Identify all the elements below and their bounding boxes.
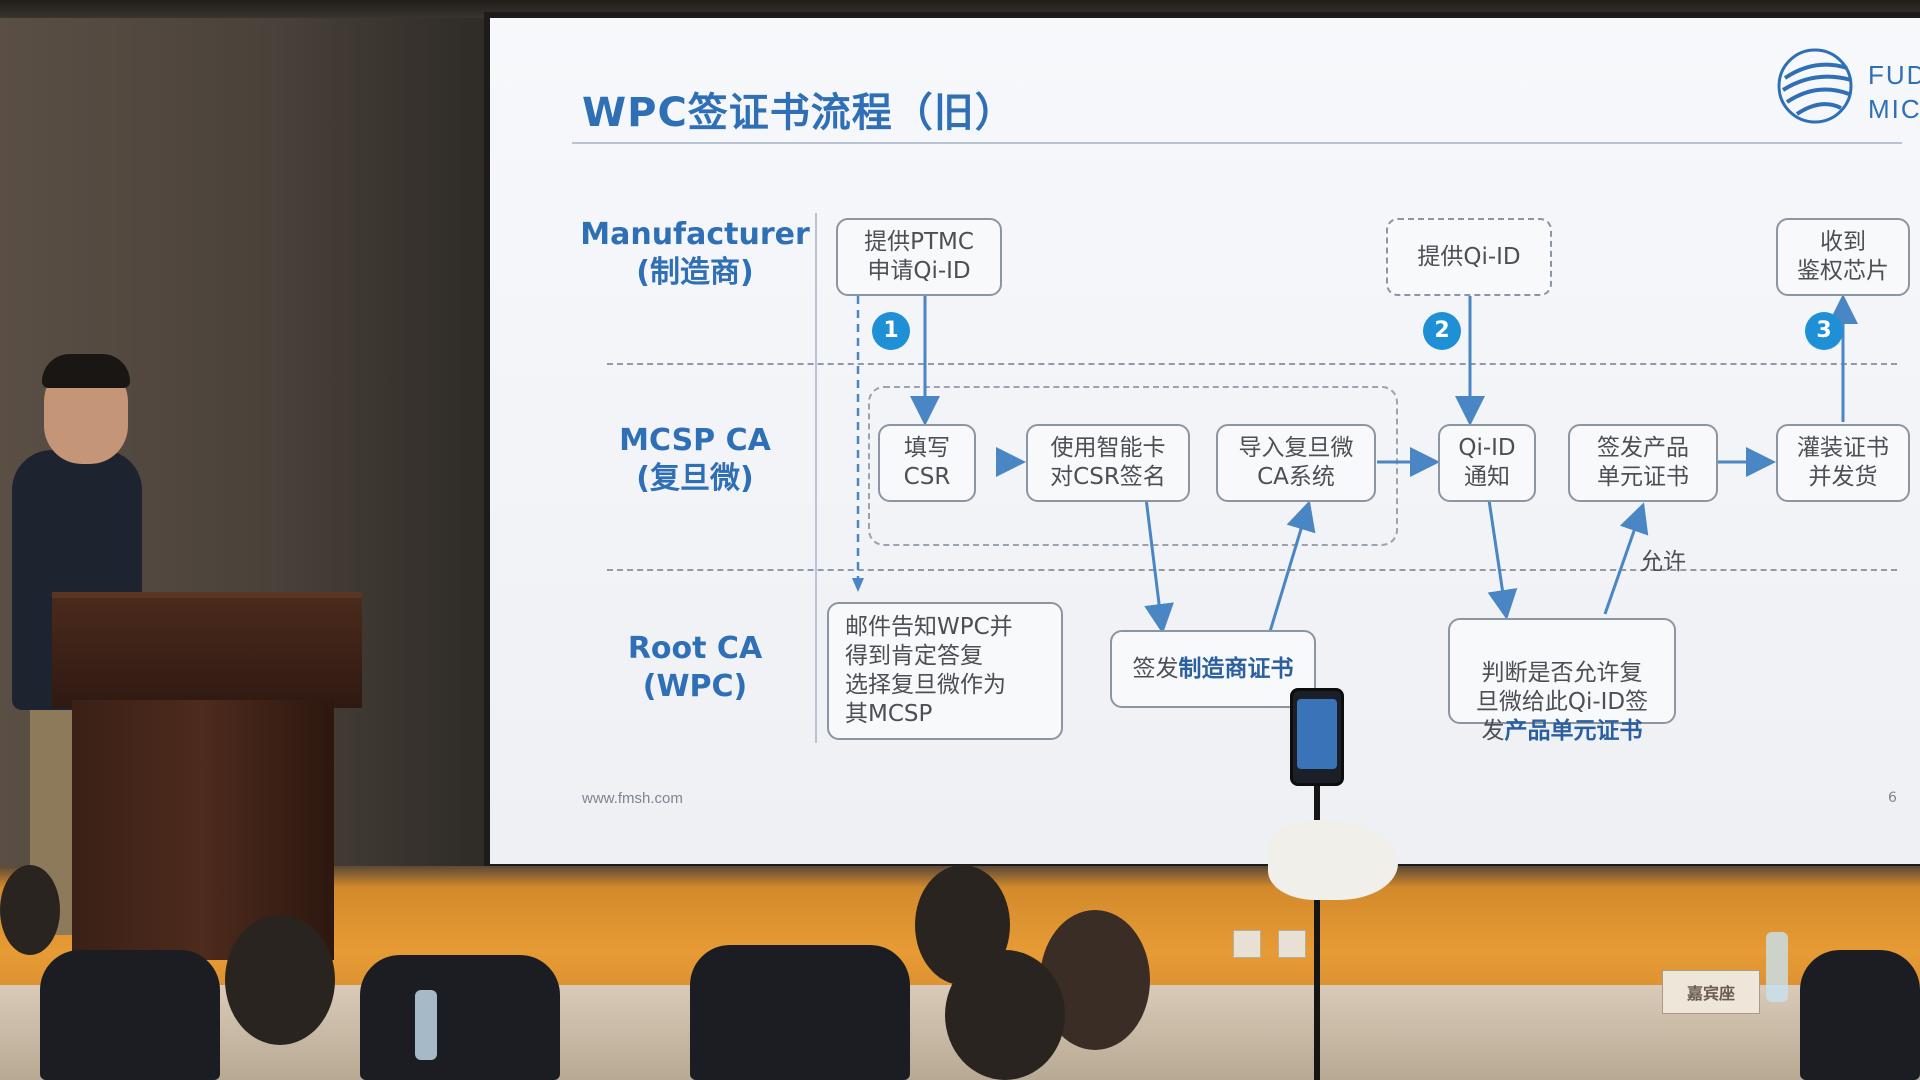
tripod-cloth [1268, 820, 1398, 900]
page-number: 6 [1888, 790, 1897, 806]
dashed-arrow-head [852, 578, 864, 592]
lane-label-mcsp-ca: MCSP CA (复旦微) [580, 422, 810, 498]
lane-label-line1: Manufacturer [580, 217, 810, 252]
flow-arrows [852, 294, 1858, 659]
lane-divider-bottom [607, 569, 1897, 571]
lane-label-line2: (复旦微) [636, 461, 754, 496]
node-email-wpc: 邮件告知WPC并 得到肯定答复 选择复旦微作为 其MCSP [827, 602, 1063, 740]
lane-label-root-ca: Root CA (WPC) [580, 630, 810, 706]
title-divider [572, 142, 1902, 144]
step-badge-1: 1 [872, 312, 910, 350]
node-provide-ptmc: 提供PTMC 申请Qi-ID [836, 218, 1002, 296]
speaker-hair [42, 354, 130, 388]
podium-top [52, 592, 362, 708]
step-badge-2: 2 [1423, 312, 1461, 350]
node-issue-mfr-bold: 制造商证书 [1178, 655, 1294, 682]
audience-seat [40, 950, 220, 1080]
phone-on-tripod [1290, 688, 1344, 786]
step-badge-3: 3 [1805, 312, 1843, 350]
lane-label-line1: MCSP CA [619, 423, 771, 458]
wall-outlet [1233, 930, 1261, 958]
logo-text-line1: FUD [1868, 60, 1920, 90]
audience-head [0, 865, 60, 955]
arrow-sign-to-mfr-cert [1144, 497, 1174, 634]
mcsp-process-group [868, 386, 1398, 546]
lane-label-line2: (制造商) [636, 255, 754, 290]
footer-url: www.fmsh.com [582, 790, 683, 807]
audience-seat [360, 955, 560, 1080]
node-judge-permission: 判断是否允许复 旦微给此Qi-ID签 发产品单元证书 [1448, 618, 1676, 744]
logo-text-line2: MIC [1868, 94, 1920, 124]
allow-label: 允许 [1640, 549, 1686, 575]
lane-label-line2: (WPC) [642, 669, 748, 704]
node-fill-csr: 填写 CSR [878, 424, 976, 502]
projected-slide: WPC签证书流程（旧） FUD MIC Manufacturer (制造商) M… [490, 18, 1920, 864]
arrow-judge-to-issue [1603, 502, 1649, 615]
phone-screen [1297, 699, 1337, 769]
lane-divider-top [607, 363, 1897, 365]
arrow-notify-to-judge [1487, 499, 1518, 620]
node-provide-qiid: 提供Qi-ID [1386, 218, 1552, 296]
lane-label-manufacturer: Manufacturer (制造商) [580, 216, 810, 292]
node-smartcard-sign: 使用智能卡 对CSR签名 [1026, 424, 1190, 502]
company-logo-icon [1777, 48, 1853, 124]
lane-vertical-divider [815, 213, 817, 743]
node-receive-chip: 收到 鉴权芯片 [1776, 218, 1910, 296]
slide-title: WPC签证书流程（旧） [582, 90, 1016, 136]
node-issue-mfr-prefix: 签发 [1132, 655, 1179, 682]
audience-seat [690, 945, 910, 1080]
water-bottle [415, 990, 437, 1060]
audience-head [945, 950, 1065, 1080]
guest-name-plate: 嘉宾座 [1662, 970, 1760, 1014]
audience-head [225, 915, 335, 1045]
node-import-ca: 导入复旦微 CA系统 [1216, 424, 1376, 502]
wall-outlet [1278, 930, 1306, 958]
node-fill-and-ship: 灌装证书 并发货 [1776, 424, 1910, 502]
node-issue-product-cert: 签发产品 单元证书 [1568, 424, 1718, 502]
node-qiid-notify: Qi-ID 通知 [1438, 424, 1536, 502]
lane-label-line1: Root CA [627, 631, 763, 666]
node-judge-prefix: 判断是否允许复 旦微给此Qi-ID签 发 [1475, 660, 1649, 744]
node-issue-mfr-cert: 签发制造商证书 [1110, 630, 1316, 708]
node-judge-bold: 产品单元证书 [1504, 718, 1643, 744]
water-bottle [1766, 932, 1788, 1002]
audience-seat [1800, 950, 1920, 1080]
